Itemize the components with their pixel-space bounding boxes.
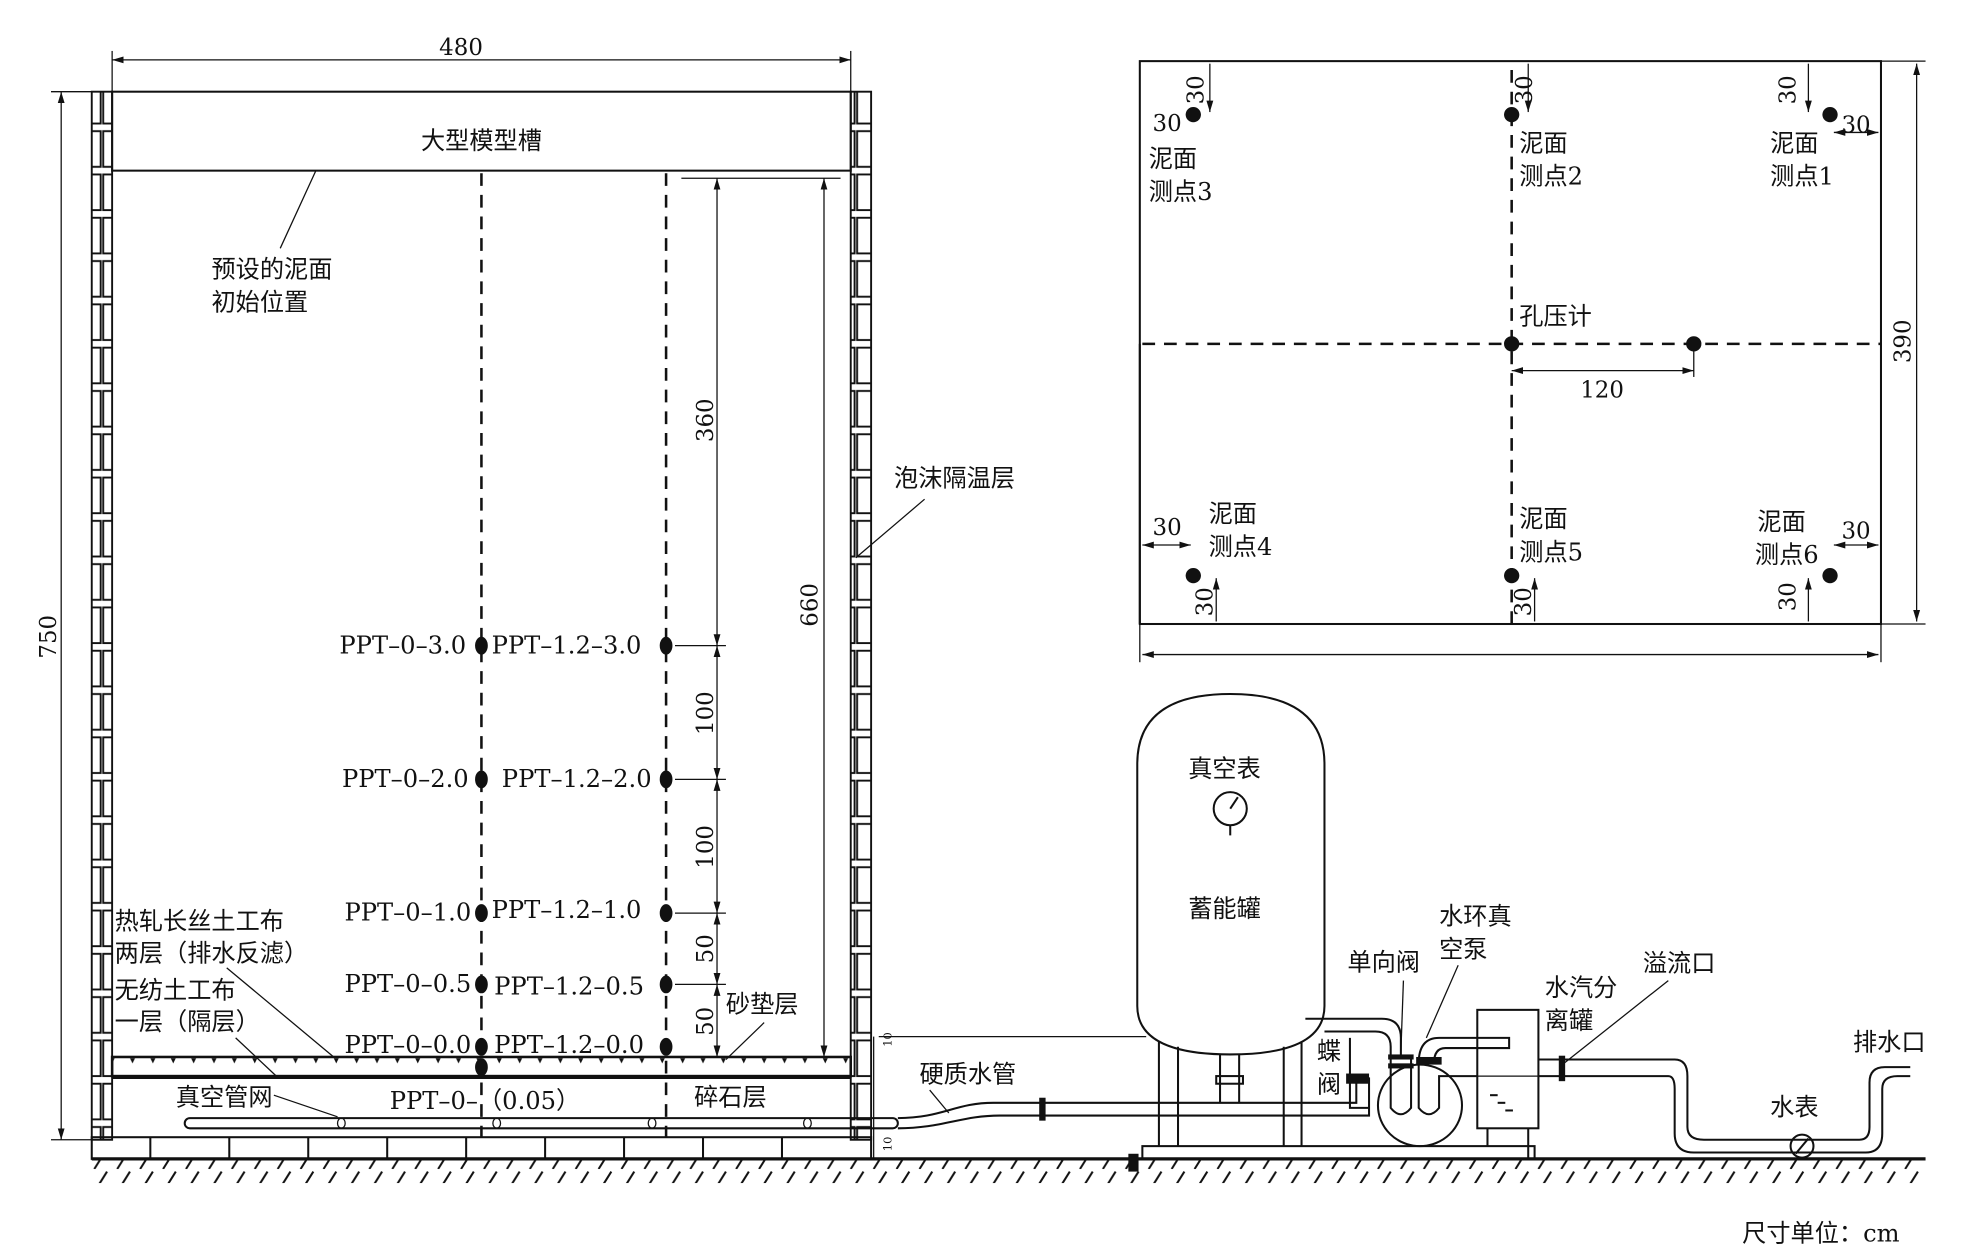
sensor-marker	[475, 975, 488, 994]
offset-label: 30	[1511, 587, 1537, 616]
piezometer-offset	[1686, 336, 1702, 352]
offset-label: 30	[1183, 75, 1209, 104]
sensors: PPT–0–3.0 PPT–0–2.0 PPT–0–1.0 PPT–0–0.5 …	[339, 631, 673, 1115]
point-label: 泥面测点5	[1519, 505, 1583, 566]
offset-label: 30	[1512, 75, 1538, 104]
mud-point-6	[1822, 567, 1838, 584]
vacuum-pipe	[183, 1117, 899, 1130]
small-dim-label: 10	[880, 1137, 894, 1152]
sensor-marker	[475, 904, 488, 922]
overflow-label: 溢流口	[1643, 950, 1716, 978]
dim-360-label: 360	[693, 398, 719, 442]
mud-initial-label: 预设的泥面初始位置	[211, 256, 332, 317]
geotextile2-label: 无纺土工布一层（隔层）	[115, 976, 260, 1036]
offset-label: 30	[1841, 519, 1870, 545]
sensor-label: PPT–0–3.0	[339, 631, 466, 659]
right-wall	[849, 90, 873, 1141]
sensor-marker	[659, 975, 673, 994]
piezometer-center	[1504, 336, 1520, 352]
sensor-label: PPT–1.2–0.0	[494, 1031, 644, 1059]
base-bricks	[90, 1136, 873, 1160]
mud-point-1	[1822, 106, 1838, 123]
small-dim-label: 10	[880, 1032, 894, 1047]
dim-50b-label: 50	[693, 1007, 719, 1036]
sensor-label: PPT–0–1.0	[345, 899, 472, 927]
foam-layer-label: 泡沫隔温层	[894, 464, 1015, 492]
sensor-marker	[659, 1037, 673, 1056]
ground-hatch	[91, 1160, 1926, 1184]
mud-point-2	[1504, 106, 1520, 123]
drain-pipe	[1538, 1058, 1911, 1141]
point-label: 泥面测点6	[1755, 508, 1819, 569]
sensor-label: PPT–0–（0.05）	[390, 1087, 581, 1115]
geotextile1-label: 热轧长丝土工布两层（排水反滤）	[115, 908, 309, 968]
tank-title: 大型模型槽	[421, 127, 542, 155]
dim-750-label: 750	[36, 615, 62, 659]
mud-point-4	[1185, 567, 1201, 584]
sensor-marker	[475, 770, 488, 789]
mud-point-3	[1185, 106, 1201, 123]
offset-label: 30	[1841, 112, 1870, 138]
vacuum-net-label: 真空管网	[176, 1083, 273, 1111]
water-meter-label: 水表	[1770, 1094, 1818, 1122]
sensor-label: PPT–0–0.0	[345, 1031, 472, 1059]
drain-outlet-label: 排水口	[1853, 1029, 1926, 1057]
dim-390-label: 390	[1890, 319, 1916, 363]
check-valve-label: 单向阀	[1347, 948, 1420, 976]
sensor-label: PPT–1.2–1.0	[492, 896, 642, 924]
sensor-marker	[475, 1037, 488, 1056]
accumulator-tank	[1136, 693, 1326, 1056]
butterfly-valve-label: 蝶阀	[1317, 1038, 1341, 1099]
dim-480-label: 480	[439, 35, 483, 61]
sensor-marker	[475, 636, 488, 655]
left-wall	[90, 90, 114, 1141]
dim-100a-label: 100	[693, 691, 719, 735]
dim-660-label: 660	[798, 583, 824, 627]
overflow-flange	[1558, 1055, 1566, 1082]
equipment-base	[1141, 1145, 1536, 1160]
model-tank-section: 大型模型槽 碎石层 真空管网	[36, 35, 1926, 1184]
sensor-label: PPT–0–2.0	[342, 765, 469, 793]
vacuum-system: 真空表 蓄能罐 蝶阀 单向阀 水环真空泵 水汽分离罐	[1128, 693, 1926, 1172]
sensor-label: PPT–0–0.5	[345, 970, 472, 998]
mud-point-5	[1504, 567, 1520, 584]
hard-pipe-label: 硬质水管	[920, 1060, 1017, 1088]
vacuum-gauge-label: 真空表	[1188, 755, 1261, 783]
water-meter-icon	[1789, 1133, 1815, 1159]
unit-note: 尺寸单位：cm	[1742, 1220, 1899, 1248]
offset-label: 30	[1192, 587, 1218, 616]
tank-top-band	[111, 90, 852, 172]
sensor-marker	[659, 636, 673, 655]
gravel-layer-label: 碎石层	[694, 1083, 767, 1111]
pump-label: 水环真空泵	[1439, 903, 1512, 964]
sensor-label: PPT–1.2–3.0	[492, 631, 642, 659]
hard-water-pipe: 硬质水管	[897, 1060, 1371, 1130]
point-label: 泥面测点1	[1770, 130, 1834, 191]
sensor-marker	[659, 770, 673, 789]
accumulator-label: 蓄能罐	[1188, 895, 1261, 923]
sand-layer-label: 砂垫层	[726, 990, 799, 1018]
offset-label: 30	[1776, 75, 1802, 104]
dim-100b-label: 100	[693, 825, 719, 869]
water-vapor-separator	[1476, 1008, 1540, 1130]
separator-label: 水汽分离罐	[1545, 974, 1618, 1035]
offset-label: 30	[1153, 111, 1182, 137]
sensor-marker	[659, 904, 673, 922]
point-label: 泥面测点3	[1149, 145, 1213, 206]
sensor-marker	[475, 1058, 488, 1077]
point-label: 泥面测点4	[1209, 500, 1273, 561]
offset-label: 30	[1776, 582, 1802, 611]
sensor-label: PPT–1.2–2.0	[502, 765, 652, 793]
offset-label: 30	[1153, 515, 1182, 541]
dim-120-label: 120	[1580, 377, 1624, 403]
piezometer-label: 孔压计	[1519, 303, 1592, 331]
sensor-label: PPT–1.2–0.5	[494, 973, 644, 1001]
plan-view: 泥面测点3 泥面测点2 泥面测点1 泥面测点4 泥面测点5 泥面测点6 30 3…	[1138, 60, 1926, 663]
dim-50a-label: 50	[693, 934, 719, 963]
point-label: 泥面测点2	[1519, 130, 1583, 191]
